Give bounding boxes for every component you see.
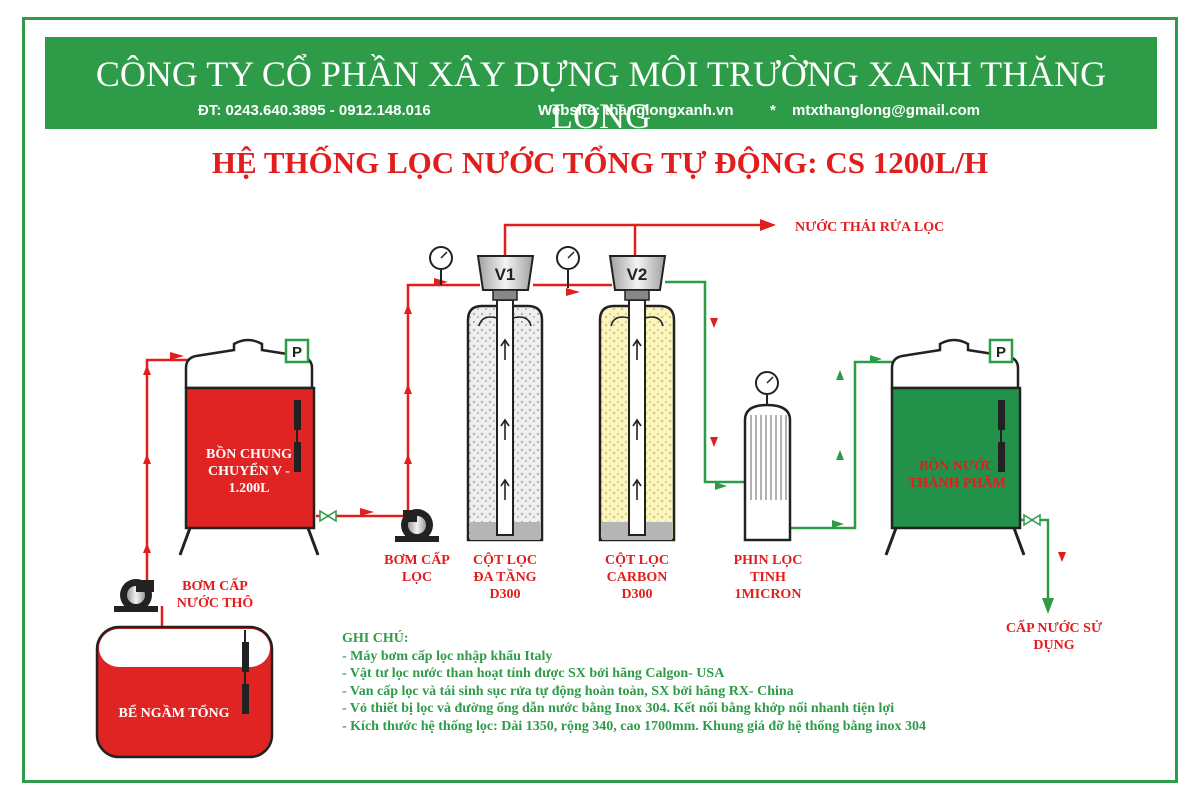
column1-graphic: V1 bbox=[466, 255, 544, 542]
tank2-label: BỒN NƯỚC THÀNH PHẨM bbox=[908, 459, 1006, 491]
pump-raw-label: BƠM CẤP NƯỚC THÔ bbox=[176, 579, 254, 611]
note-item: - Vỏ thiết bị lọc và đường ống dẫn nước … bbox=[342, 701, 895, 716]
note-item: - Van cấp lọc và tái sinh sục rửa tự độn… bbox=[342, 683, 794, 699]
valve-icon bbox=[319, 509, 1041, 527]
pipe-waste bbox=[503, 223, 637, 255]
gauge-v2-icon bbox=[556, 246, 580, 288]
pump-feed-label: BƠM CẤP LỌC bbox=[384, 553, 450, 585]
outer-frame bbox=[22, 17, 1178, 783]
underground-tank-label: BỂ NGẦM TỔNG bbox=[118, 706, 230, 721]
waste-arrow bbox=[760, 219, 776, 231]
pipe-pump-to-v1 bbox=[406, 283, 480, 516]
column2-graphic: V2 bbox=[598, 255, 676, 542]
diagram-title: HỆ THỐNG LỌC NƯỚC TỔNG TỰ ĐỘNG: CS 1200L… bbox=[211, 145, 989, 180]
phone-text: ĐT: 0243.640.3895 - 0912.148.016 bbox=[198, 102, 431, 119]
filter-label: PHIN LỌC TINH 1MICRON bbox=[733, 553, 803, 602]
notes-block: GHI CHÚ: - Máy bơm cấp lọc nhập khẩu Ita… bbox=[342, 630, 1062, 735]
column2-label: CỘT LỌC CARBON D300 bbox=[605, 553, 669, 602]
underground-tank-graphic bbox=[95, 625, 274, 759]
supply-arrow bbox=[1042, 598, 1054, 614]
flow-arrows-green bbox=[715, 355, 882, 528]
pressure-tag-2-label: P bbox=[996, 344, 1006, 361]
gauge-v1-icon bbox=[429, 246, 453, 285]
company-header: CÔNG TY CỔ PHẦN XÂY DỰNG MÔI TRƯỜNG XANH… bbox=[45, 37, 1157, 136]
email-text: mtxthanglong@gmail.com bbox=[792, 102, 980, 119]
pressure-tag-1: P bbox=[284, 338, 310, 364]
red-pipes bbox=[145, 223, 760, 680]
v1-label: V1 bbox=[495, 265, 516, 284]
pipe-filter-to-tank2 bbox=[790, 360, 907, 530]
pipe-tank2-out bbox=[1020, 518, 1050, 600]
pump-feed-icon bbox=[395, 509, 439, 542]
website-text: Website: thanglongxanh.vn bbox=[538, 102, 734, 119]
supply-label: CẤP NƯỚC SỬ DỤNG bbox=[1005, 621, 1103, 653]
notes-heading: GHI CHÚ: bbox=[342, 631, 409, 646]
pressure-tag-1-label: P bbox=[292, 344, 302, 361]
tank1-label: BỒN CHUNG CHUYỂN V - 1.200L bbox=[206, 447, 292, 496]
pressure-tag-2: P bbox=[988, 338, 1014, 364]
fine-filter-graphic bbox=[743, 371, 792, 542]
note-item: - Máy bơm cấp lọc nhập khẩu Italy bbox=[342, 648, 553, 664]
tank2-graphic bbox=[884, 338, 1026, 556]
note-item: - Kích thước hệ thống lọc: Dài 1350, rộn… bbox=[342, 718, 926, 734]
v2-label: V2 bbox=[627, 265, 648, 284]
pipe-v2-to-filter bbox=[665, 280, 745, 484]
column1-label: CỘT LỌC ĐA TẦNG D300 bbox=[473, 553, 537, 602]
company-name: CÔNG TY CỔ PHẦN XÂY DỰNG MÔI TRƯỜNG XANH… bbox=[95, 54, 1107, 136]
v2-head bbox=[608, 255, 667, 291]
pump-raw-icon bbox=[114, 579, 158, 612]
v1-head bbox=[476, 255, 535, 291]
tank1-graphic bbox=[178, 338, 320, 556]
waste-label: NƯỚC THẢI RỬA LỌC bbox=[795, 218, 944, 235]
note-item: - Vật tư lọc nước than hoạt tính được SX… bbox=[342, 666, 725, 681]
separator-text: * bbox=[770, 102, 776, 119]
